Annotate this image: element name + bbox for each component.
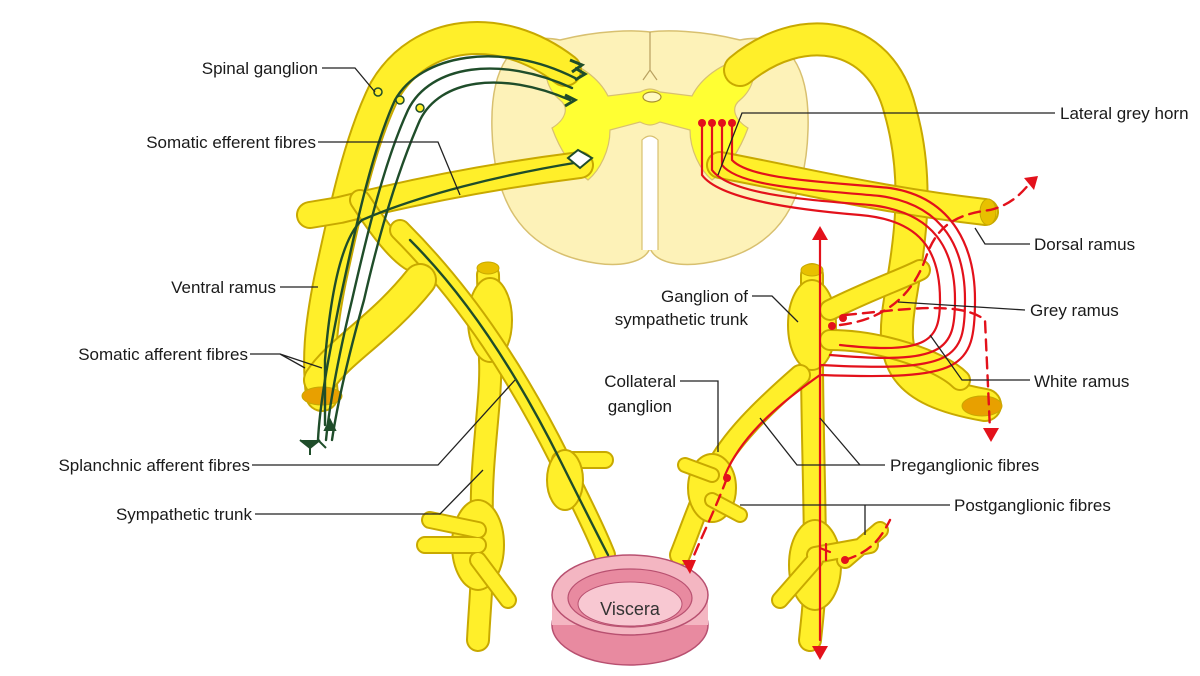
label-lateral-grey-horn: Lateral grey horn — [1060, 104, 1189, 123]
central-canal — [643, 92, 661, 102]
left-trunk-top-cut — [477, 262, 499, 274]
arrow-down-red — [812, 646, 828, 660]
spinal-cord-median-fissure — [642, 136, 658, 250]
label-preganglionic: Preganglionic fibres — [890, 456, 1039, 475]
viscera-label: Viscera — [600, 599, 661, 619]
lateral-horn-cell-2 — [708, 119, 716, 127]
arrow-ventral-red — [983, 428, 999, 442]
grey-ramus-cell-1 — [839, 314, 847, 322]
lateral-horn-cell-3 — [718, 119, 726, 127]
lateral-horn-cell-1 — [698, 119, 706, 127]
right-ventral-ramus-cut — [962, 396, 1002, 416]
right-dorsal-ramus-cut — [980, 199, 996, 225]
label-collateral-line1: Collateral — [604, 372, 676, 391]
label-ganglion-symp-line1: Ganglion of — [661, 287, 748, 306]
label-splanchnic-afferent: Splanchnic afferent fibres — [58, 456, 250, 475]
label-collateral-line2: ganglion — [608, 397, 672, 416]
label-somatic-efferent: Somatic efferent fibres — [146, 133, 316, 152]
grey-ramus-cell-2 — [828, 322, 836, 330]
label-ventral-ramus: Ventral ramus — [171, 278, 276, 297]
lateral-horn-cell-4 — [728, 119, 736, 127]
label-ganglion-symp-line2: sympathetic trunk — [615, 310, 749, 329]
arrow-up-red — [812, 226, 828, 240]
viscera: Viscera — [552, 555, 708, 665]
spinal-ganglion-cell-3 — [416, 104, 424, 112]
left-collateral-ganglion — [547, 450, 583, 510]
label-spinal-ganglion: Spinal ganglion — [202, 59, 318, 78]
label-somatic-afferent: Somatic afferent fibres — [78, 345, 248, 364]
label-sympathetic-trunk: Sympathetic trunk — [116, 505, 253, 524]
spinal-ganglion-cell-2 — [396, 96, 404, 104]
label-dorsal-ramus: Dorsal ramus — [1034, 235, 1135, 254]
spinal-ganglion-cell-1 — [374, 88, 382, 96]
label-grey-ramus: Grey ramus — [1030, 301, 1119, 320]
label-white-ramus: White ramus — [1034, 372, 1129, 391]
label-postganglionic: Postganglionic fibres — [954, 496, 1111, 515]
